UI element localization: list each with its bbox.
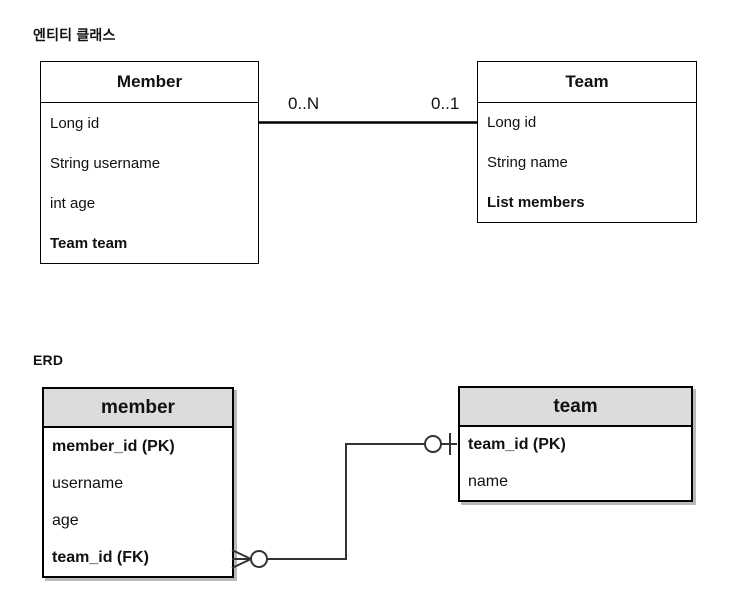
uml-field-long-id: Long id bbox=[50, 114, 100, 132]
uml-field-long-id: Long id bbox=[487, 114, 537, 132]
erd-field-member-id-pk: member_id (PK) bbox=[52, 437, 175, 455]
uml-class-team: Team Long id String name List members bbox=[477, 61, 697, 223]
erd-table-team-title: team bbox=[460, 388, 691, 427]
uml-field-string-username: String username bbox=[50, 154, 161, 172]
uml-class-member-fields: Long id String username int age Team tea… bbox=[41, 103, 258, 263]
association-multiplicity-source: 0..N bbox=[288, 94, 320, 113]
erd-field-age: age bbox=[52, 511, 79, 529]
erd-table-member-title: member bbox=[44, 389, 232, 428]
uml-field-list-members: List members bbox=[487, 193, 585, 211]
erd-table-member: member member_id (PK) username age team_… bbox=[42, 387, 234, 578]
erd-field-name: name bbox=[468, 472, 509, 490]
uml-field-team-team: Team team bbox=[50, 234, 128, 252]
erd-field-username: username bbox=[52, 474, 124, 492]
uml-field-string-name: String name bbox=[487, 154, 568, 171]
erd-table-team-fields: team_id (PK) name bbox=[460, 427, 691, 500]
uml-class-team-fields: Long id String name List members bbox=[478, 103, 696, 222]
member-end-optional-circle-icon bbox=[250, 550, 268, 568]
erd-field-team-id-pk: team_id (PK) bbox=[468, 436, 566, 454]
erd-section-title: ERD bbox=[33, 352, 64, 368]
erd-field-team-id-fk: team_id (FK) bbox=[52, 548, 149, 566]
association-multiplicity-target: 0..1 bbox=[431, 94, 460, 113]
erd-table-team: team team_id (PK) name bbox=[458, 386, 693, 502]
crows-foot-many-icon bbox=[231, 549, 252, 569]
team-end-optional-circle-icon bbox=[424, 435, 442, 453]
uml-class-member-title: Member bbox=[41, 62, 258, 103]
erd-relationship-line bbox=[231, 433, 457, 569]
uml-section-title: 엔티티 클래스 bbox=[33, 27, 116, 43]
uml-class-member: Member Long id String username int age T… bbox=[40, 61, 259, 264]
uml-class-team-title: Team bbox=[478, 62, 696, 103]
erd-relationship-path bbox=[267, 443, 425, 560]
uml-field-int-age: int age bbox=[50, 194, 96, 212]
erd-table-member-fields: member_id (PK) username age team_id (FK) bbox=[44, 428, 232, 576]
